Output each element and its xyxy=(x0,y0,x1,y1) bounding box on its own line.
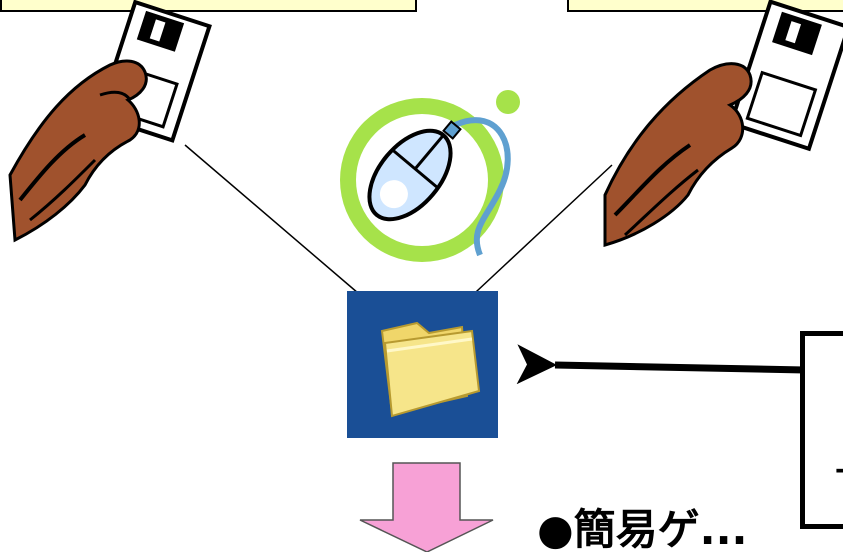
hand-holding-floppy-disk-icon xyxy=(10,2,209,240)
computer-mouse-icon xyxy=(340,90,520,262)
down-arrow-icon xyxy=(360,463,493,552)
folder-icon xyxy=(347,291,498,438)
hand-holding-floppy-disk-icon xyxy=(605,2,843,245)
folder-tile[interactable] xyxy=(347,291,498,438)
bottom-heading: ●簡易ゲ... xyxy=(537,509,748,551)
side-box xyxy=(800,331,843,529)
side-box-text: - xyxy=(835,455,843,485)
thick-arrow-to-folder xyxy=(555,365,805,370)
